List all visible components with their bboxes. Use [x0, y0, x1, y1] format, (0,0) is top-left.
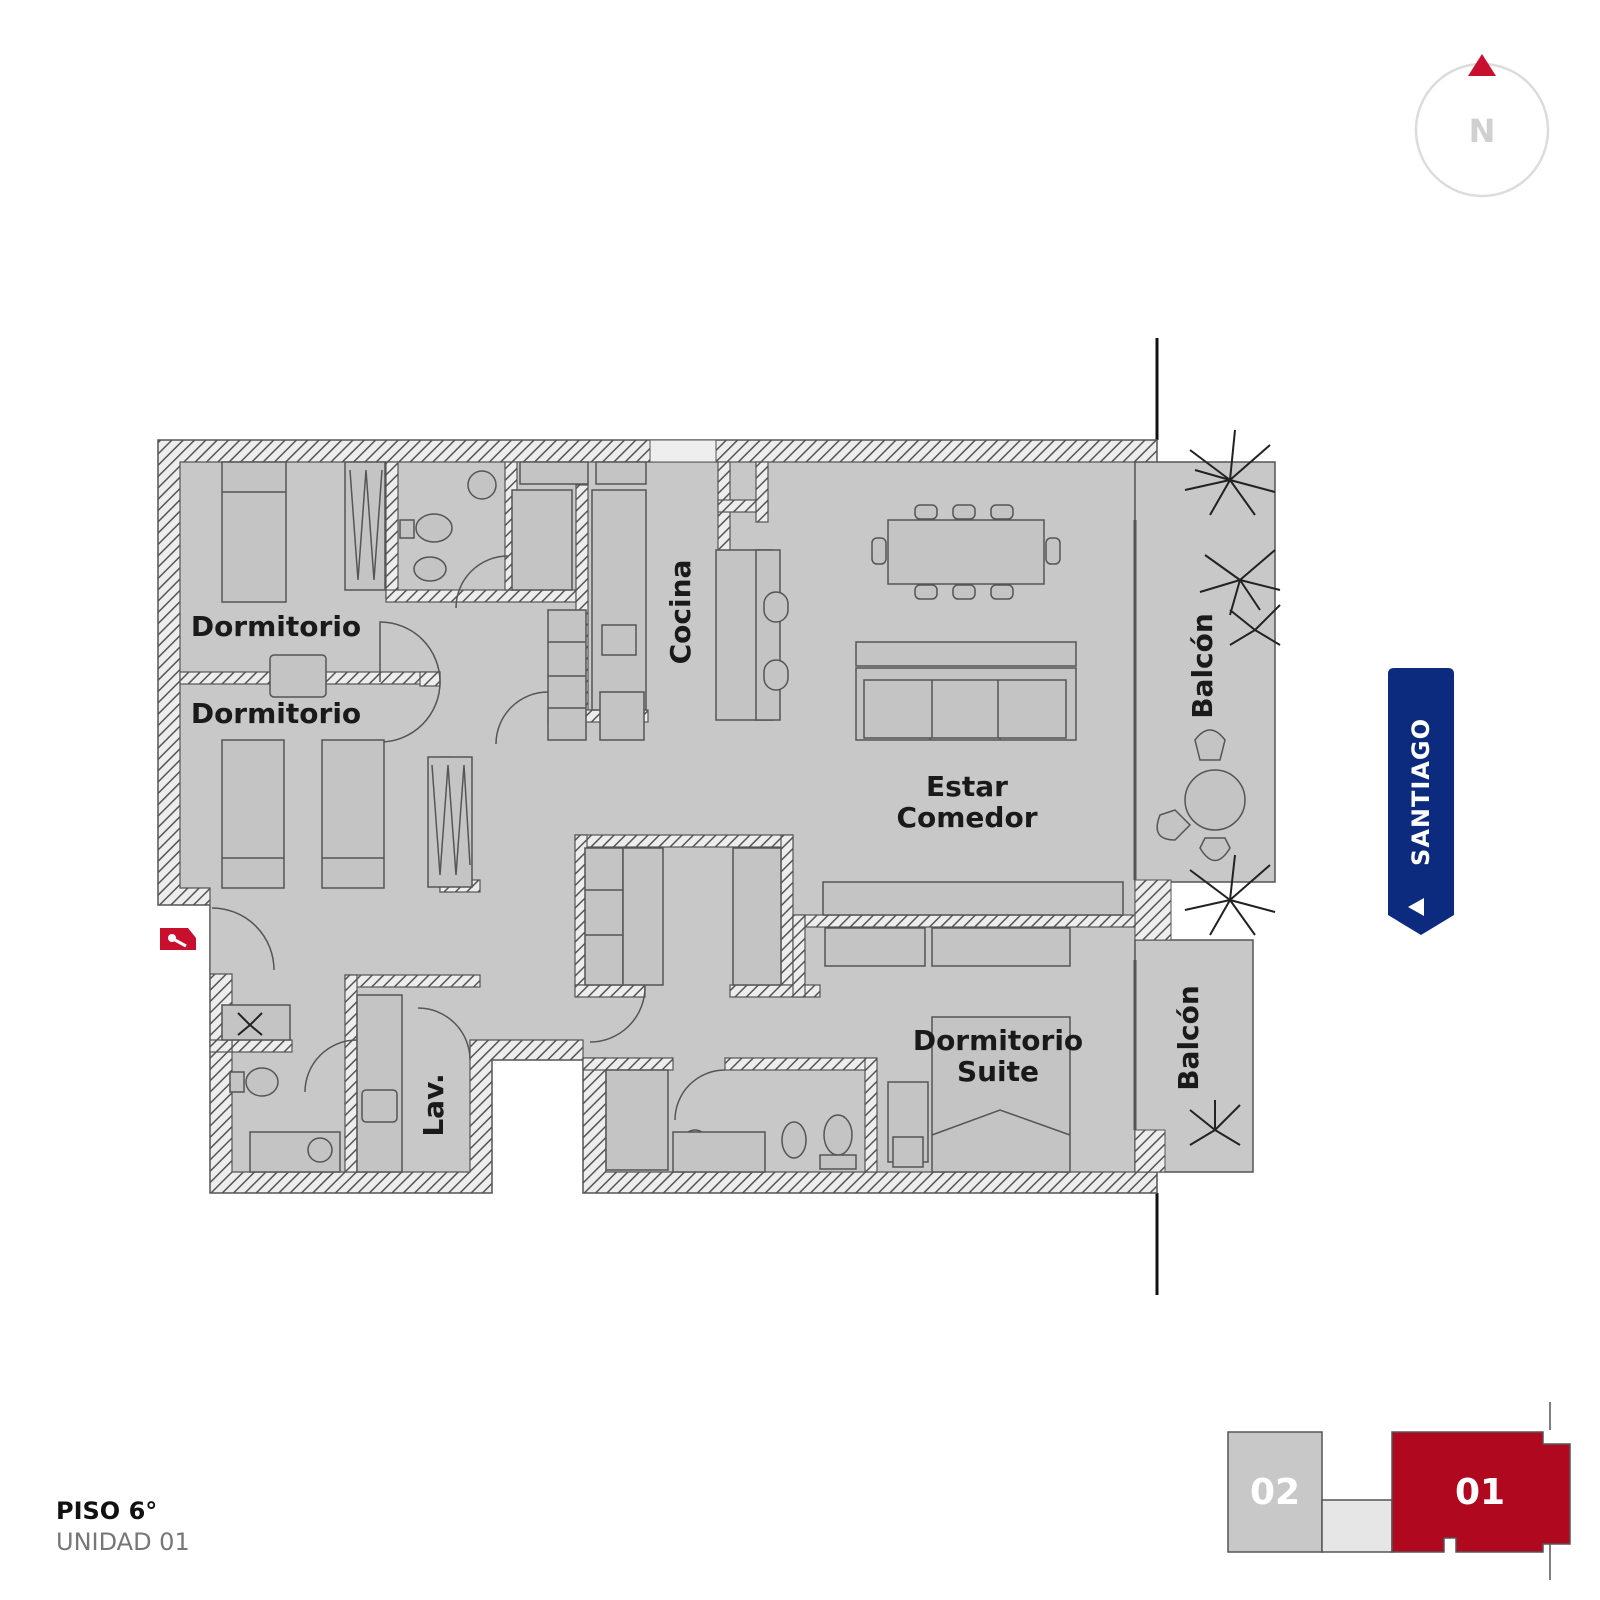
room-label-lav: Lav.: [417, 1073, 450, 1136]
room-label-dormitorio-suite: Dormitorio: [913, 1024, 1083, 1057]
key-plan-unit-01: 01: [1455, 1472, 1505, 1513]
key-plan: 02 01: [1227, 1402, 1571, 1580]
room-label-suite: Suite: [957, 1055, 1039, 1088]
room-label-balcon-1: Balcón: [1186, 613, 1219, 719]
room-label-cocina: Cocina: [664, 560, 697, 665]
street-badge: SANTIAGO: [1388, 668, 1454, 935]
north-arrow-icon: [1468, 54, 1496, 76]
sofa: [855, 641, 1077, 741]
room-label-comedor: Comedor: [896, 801, 1037, 834]
street-name: SANTIAGO: [1407, 718, 1435, 866]
toilet-icon: [399, 513, 453, 582]
compass-label: N: [1469, 112, 1496, 150]
floor-info: PISO 6° UNIDAD 01: [56, 1496, 190, 1558]
balcony: [1133, 429, 1281, 1173]
floor-title: PISO 6°: [56, 1497, 158, 1525]
room-label-balcon-2: Balcón: [1172, 985, 1205, 1091]
plant-icon: [1184, 429, 1281, 1146]
compass: N: [1414, 54, 1550, 198]
room-label-dormitorio-1: Dormitorio: [191, 610, 361, 643]
room-label-dormitorio-2: Dormitorio: [191, 697, 361, 730]
dining-table: [871, 504, 1061, 600]
unit-label: UNIDAD 01: [56, 1528, 190, 1556]
triangle-left-icon: [1408, 898, 1424, 916]
doors: [211, 555, 726, 1121]
key-plan-unit-02: 02: [1250, 1472, 1300, 1513]
key-icon: [160, 928, 196, 950]
plant-icon: [237, 1012, 263, 1036]
room-label-estar: Estar: [926, 770, 1008, 803]
